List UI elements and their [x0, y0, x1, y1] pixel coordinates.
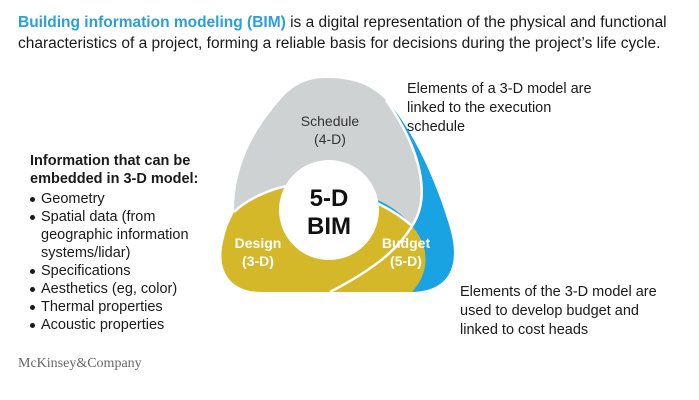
- budget-label-line1: Budget: [382, 235, 431, 251]
- schedule-lobe: [234, 78, 422, 226]
- center-circle: [279, 160, 379, 260]
- center-label-line1: 5-D: [310, 185, 349, 212]
- center-label-line2: BIM: [307, 213, 351, 240]
- schedule-label-line1: Schedule: [301, 113, 360, 129]
- budget-label-line2: (5-D): [390, 253, 422, 269]
- schedule-note: Elements of a 3-D model are linked to th…: [407, 81, 592, 135]
- design-label-line2: (3-D): [242, 253, 274, 269]
- list-item: Spatial data (from geographic informatio…: [30, 208, 225, 262]
- list-item: Acoustic properties: [30, 316, 225, 334]
- intro-highlight: Building information modeling (BIM): [18, 14, 286, 31]
- info-box: Information that can be embedded in 3-D …: [30, 152, 225, 334]
- list-item: Aesthetics (eg, color): [30, 280, 225, 298]
- budget-note: Elements of the 3-D model are used to de…: [460, 284, 657, 338]
- intro-text: Building information modeling (BIM) is a…: [18, 12, 688, 54]
- info-list: Geometry Spatial data (from geographic i…: [30, 190, 225, 334]
- info-heading: Information that can be embedded in 3-D …: [30, 153, 199, 187]
- list-item: Specifications: [30, 262, 225, 280]
- mckinsey-logo: McKinsey&Company: [18, 356, 142, 371]
- list-item: Geometry: [30, 190, 225, 208]
- design-label-line1: Design: [235, 235, 282, 251]
- list-item: Thermal properties: [30, 298, 225, 316]
- schedule-label-line2: (4-D): [314, 131, 346, 147]
- intro-rest: is a digital representation of the physi…: [18, 14, 667, 52]
